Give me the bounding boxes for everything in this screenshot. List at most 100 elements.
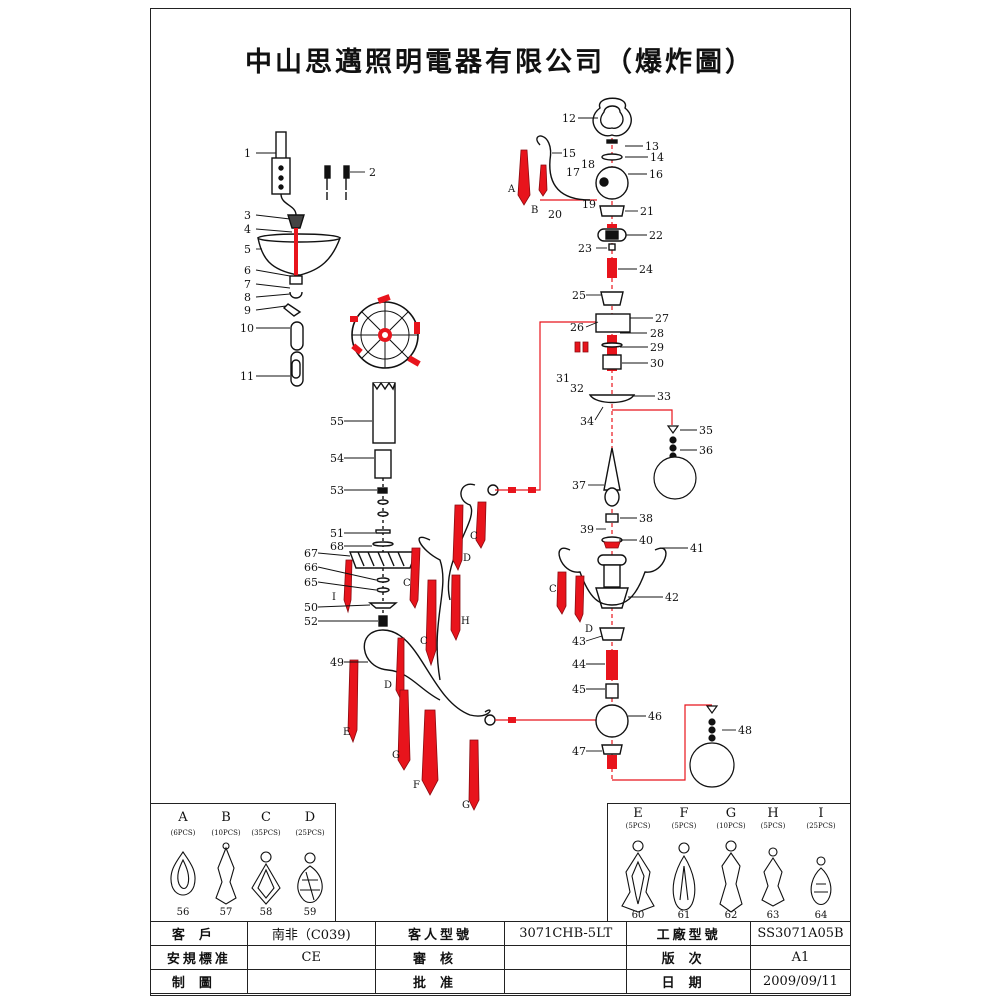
svg-text:20: 20 — [548, 208, 562, 221]
svg-text:67: 67 — [304, 547, 318, 560]
svg-text:41: 41 — [690, 542, 704, 555]
legend-qty-g: (10PCS) — [716, 822, 745, 830]
svg-text:40: 40 — [639, 534, 653, 547]
svg-text:I: I — [332, 592, 336, 603]
svg-text:32: 32 — [570, 382, 584, 395]
crystal-d-icon — [304, 852, 316, 864]
table-row: 客戶 南非（C039) 客人型號 3071CHB-5LT 工廠型號 SS3071… — [150, 921, 852, 946]
customer-model-value: 3071CHB-5LT — [504, 921, 628, 946]
svg-text:7: 7 — [244, 278, 251, 291]
drawing-sheet-frame — [150, 8, 851, 996]
legend-num-62: 62 — [725, 910, 738, 921]
crystal-b-icon — [215, 846, 237, 905]
svg-text:55: 55 — [330, 415, 344, 428]
legend-letter-d: D — [305, 810, 315, 825]
svg-text:10: 10 — [240, 322, 254, 335]
main-column-assembly — [588, 97, 636, 755]
svg-text:66: 66 — [304, 561, 318, 574]
svg-text:38: 38 — [639, 512, 653, 525]
customer-value: 南非（C039) — [246, 921, 376, 946]
svg-text:A: A — [507, 184, 516, 195]
legend-qty-b: (10PCS) — [211, 829, 240, 837]
svg-text:12: 12 — [562, 112, 576, 125]
legend-qty-e: (5PCS) — [626, 822, 651, 830]
svg-text:39: 39 — [580, 523, 594, 536]
legend-num-63: 63 — [767, 910, 780, 921]
svg-text:5: 5 — [244, 243, 251, 256]
legend-num-64: 64 — [815, 910, 828, 921]
svg-text:8: 8 — [244, 291, 251, 304]
svg-text:22: 22 — [649, 229, 663, 242]
legend-num-61: 61 — [678, 910, 691, 921]
svg-text:36: 36 — [699, 444, 713, 457]
callout-leaders — [255, 117, 736, 752]
svg-text:23: 23 — [578, 242, 592, 255]
svg-text:3: 3 — [244, 209, 251, 222]
legend-letter-g: G — [726, 806, 736, 821]
legend-letter-f: F — [679, 806, 688, 821]
page-title: 中山思邁照明電器有限公司（爆炸圖） — [245, 47, 755, 78]
crystal-g-icon — [725, 840, 737, 852]
legend-num-60: 60 — [632, 910, 645, 921]
table-row: 制圖 批准 日期 2009/09/11 — [150, 969, 852, 994]
safety-standard-label: 安規標准 — [150, 945, 248, 970]
date-label: 日期 — [626, 969, 751, 994]
svg-text:13: 13 — [645, 140, 659, 153]
svg-text:2: 2 — [369, 166, 376, 179]
factory-model-label: 工廠型號 — [626, 921, 751, 946]
svg-text:C: C — [470, 531, 478, 542]
crystal-shape-icons — [170, 840, 832, 913]
svg-text:24: 24 — [639, 263, 653, 276]
review-label: 審核 — [374, 945, 506, 970]
customer-model-label: 客人型號 — [374, 921, 506, 946]
crystal-rosette-top-view — [350, 294, 421, 369]
svg-text:4: 4 — [244, 223, 251, 236]
crystal-ball-pendants — [653, 425, 735, 788]
revision-label: 版次 — [626, 945, 751, 970]
svg-text:9: 9 — [244, 304, 251, 317]
legend-qty-f: (5PCS) — [672, 822, 697, 830]
factory-model-value: SS3071A05B — [749, 921, 852, 946]
svg-text:50: 50 — [304, 601, 318, 614]
svg-text:26: 26 — [570, 321, 584, 334]
legend-num-56: 56 — [177, 907, 190, 918]
crystal-a-icon — [170, 851, 196, 896]
drawn-by-value — [246, 969, 376, 994]
safety-standard-value: CE — [246, 945, 376, 970]
svg-text:48: 48 — [738, 724, 752, 737]
svg-text:D: D — [585, 624, 593, 635]
svg-text:54: 54 — [330, 452, 344, 465]
crystal-e-icon — [632, 840, 644, 852]
crystal-h-icon — [768, 847, 778, 857]
crystal-f-icon — [678, 842, 690, 854]
table-row: 安規標准 CE 審核 版次 A1 — [150, 945, 852, 970]
red-crystal-drops — [343, 149, 621, 811]
review-value — [504, 945, 628, 970]
svg-text:C: C — [420, 636, 428, 647]
svg-text:28: 28 — [650, 327, 664, 340]
svg-text:H: H — [461, 616, 470, 627]
svg-text:29: 29 — [650, 341, 664, 354]
approved-value — [504, 969, 628, 994]
drawn-by-label: 制圖 — [150, 969, 248, 994]
svg-text:30: 30 — [650, 357, 664, 370]
legend-letter-e: E — [633, 806, 643, 821]
date-value: 2009/09/11 — [749, 969, 852, 994]
legend-letter-a: A — [177, 810, 188, 825]
svg-text:B: B — [531, 205, 538, 216]
crystal-i-icon — [816, 856, 826, 866]
revision-value: A1 — [749, 945, 852, 970]
svg-text:11: 11 — [240, 370, 254, 383]
svg-text:51: 51 — [330, 527, 344, 540]
svg-text:17: 17 — [566, 166, 580, 179]
svg-text:33: 33 — [657, 390, 671, 403]
legend-num-57: 57 — [220, 907, 233, 918]
svg-text:35: 35 — [699, 424, 713, 437]
customer-label: 客戶 — [150, 921, 248, 946]
svg-text:C: C — [549, 584, 557, 595]
svg-text:37: 37 — [572, 479, 586, 492]
svg-text:46: 46 — [648, 710, 662, 723]
crystal-type-letters: A B C C C C D D D E F G G H I — [332, 184, 593, 811]
